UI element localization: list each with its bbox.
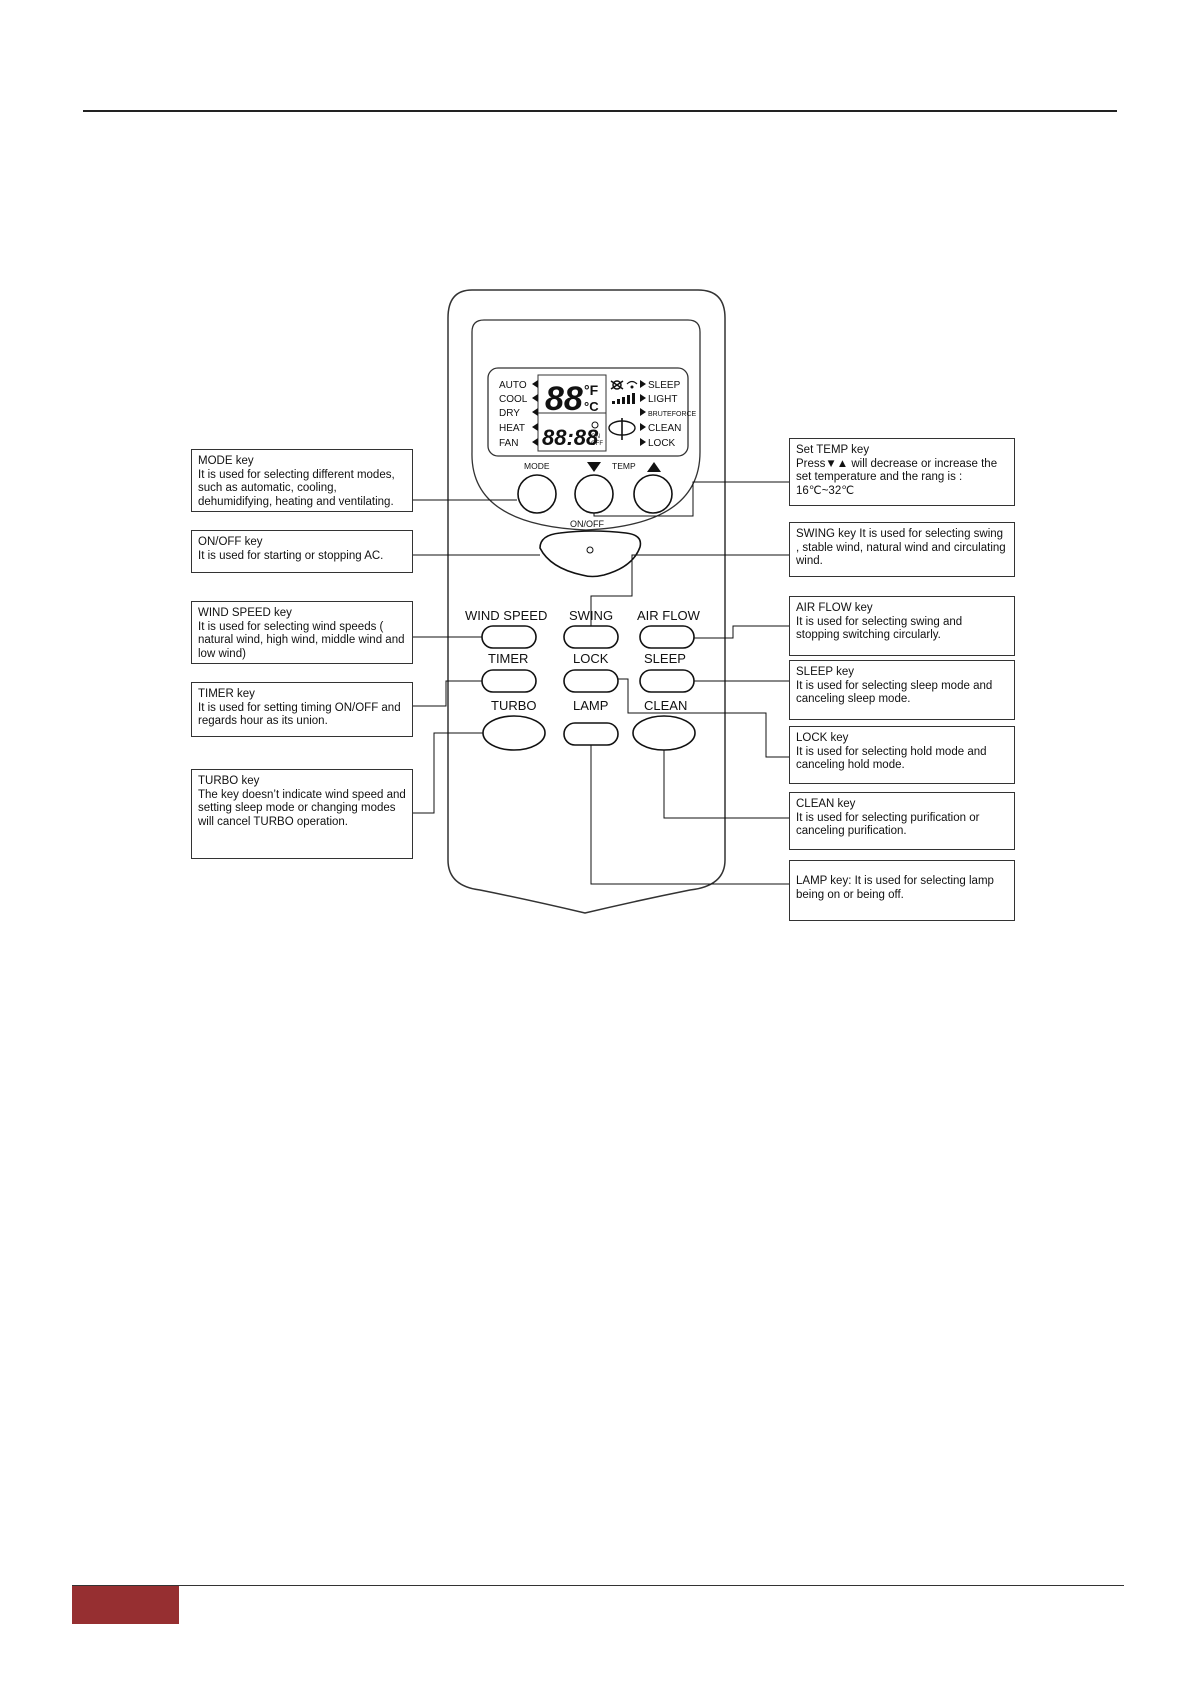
clean-label: CLEAN — [644, 698, 687, 713]
callout-lock-key: LOCK key It is used for selecting hold m… — [789, 726, 1015, 784]
temp-up-button[interactable] — [633, 474, 673, 514]
temp-down-icon — [587, 462, 601, 472]
turbo-button[interactable] — [482, 715, 546, 751]
lcd-item-clean: CLEAN — [648, 423, 681, 434]
leader-lamp — [590, 745, 789, 885]
top-rule — [83, 110, 1117, 112]
callout-swing-key: SWING key It is used for selecting swing… — [789, 522, 1015, 577]
callout-airflow-body: It is used for selecting swing and stopp… — [796, 615, 963, 642]
callout-windspeed-body: It is used for selecting wind speeds ( n… — [198, 620, 405, 660]
callout-lamp-key: LAMP key: It is used for selecting lamp … — [789, 860, 1015, 921]
leader-airflow — [694, 625, 789, 639]
callout-swing-body: SWING key It is used for selecting swing… — [796, 528, 1006, 567]
leader-clean — [663, 750, 789, 819]
timer-label: TIMER — [488, 651, 528, 666]
turbo-label: TURBO — [491, 698, 537, 713]
callout-settemp-title: Set TEMP key — [796, 444, 870, 456]
callout-turbo-key: TURBO key The key doesn’t indicate wind … — [191, 769, 413, 859]
lamp-button[interactable] — [563, 722, 619, 746]
leader-lines — [412, 481, 789, 885]
sleep-label: SLEEP — [644, 651, 686, 666]
callout-timer-body: It is used for setting timing ON/OFF and… — [198, 701, 401, 728]
fan-icon — [610, 380, 624, 390]
callout-onoff-key: ON/OFF key It is used for starting or st… — [191, 530, 413, 573]
on-off-button[interactable] — [539, 530, 642, 578]
callout-windspeed-title: WIND SPEED key — [198, 607, 292, 619]
callout-settemp-body: Press▼▲ will decrease or increase the se… — [796, 457, 998, 497]
lcd-item-lock: LOCK — [648, 438, 676, 449]
power-indicator-icon — [586, 546, 594, 554]
callout-airflow-title: AIR FLOW key — [796, 602, 873, 614]
footer-accent-block — [72, 1586, 179, 1624]
callout-clean-key: CLEAN key It is used for selecting purif… — [789, 792, 1015, 850]
callout-sleep-title: SLEEP key — [796, 666, 854, 678]
callout-onoff-title: ON/OFF key — [198, 536, 263, 548]
temp-down-button[interactable] — [574, 474, 614, 514]
wind-speed-button[interactable] — [481, 625, 537, 649]
swing-icon — [608, 418, 636, 440]
lcd-on-label: ON — [591, 434, 600, 440]
lcd-temp-digits: 88 — [545, 380, 583, 418]
lcd-unit-c: °C — [584, 399, 599, 414]
callout-settemp-key: Set TEMP key Press▼▲ will decrease or in… — [789, 438, 1015, 506]
lcd-right-pointer-icons — [640, 380, 646, 446]
lamp-label: LAMP — [573, 698, 608, 713]
lcd-mode-auto: AUTO — [499, 380, 527, 391]
air-flow-label: AIR FLOW — [637, 608, 701, 623]
lcd-mode-dry: DRY — [499, 408, 520, 419]
callout-sleep-body: It is used for selecting sleep mode and … — [796, 679, 993, 706]
lock-label: LOCK — [573, 651, 609, 666]
clean-button[interactable] — [632, 715, 696, 751]
leader-swing — [590, 554, 789, 626]
callout-timer-key: TIMER key It is used for setting timing … — [191, 682, 413, 737]
swing-button[interactable] — [563, 625, 619, 649]
timer-button[interactable] — [481, 669, 537, 693]
lcd-item-bruteforce: BRUTEFORCE — [648, 411, 697, 418]
leader-timer — [412, 680, 482, 707]
lcd-mode-pointer-icons — [532, 380, 538, 446]
callout-windspeed-key: WIND SPEED key It is used for selecting … — [191, 601, 413, 664]
lcd-mode-fan: FAN — [499, 438, 518, 449]
callout-timer-title: TIMER key — [198, 688, 255, 700]
lcd-time-digits: 88:88 — [542, 425, 599, 450]
callout-lock-title: LOCK key — [796, 732, 849, 744]
callout-clean-title: CLEAN key — [796, 798, 856, 810]
temp-label: TEMP — [612, 461, 636, 471]
clock-icon — [591, 421, 599, 429]
wind-speed-label: WIND SPEED — [465, 608, 547, 623]
leader-turbo — [412, 732, 483, 814]
callout-onoff-body: It is used for starting or stopping AC. — [198, 549, 384, 562]
temp-up-icon — [647, 462, 661, 472]
callout-mode-body: It is used for selecting different modes… — [198, 468, 395, 508]
wifi-icon — [626, 380, 638, 389]
leader-settemp — [593, 481, 789, 517]
lcd-item-light: LIGHT — [648, 394, 677, 405]
sleep-button[interactable] — [639, 669, 695, 693]
lcd-mode-heat: HEAT — [499, 423, 525, 434]
callout-mode-title: MODE key — [198, 455, 254, 467]
signal-bars-icon — [612, 393, 635, 404]
callout-lock-body: It is used for selecting hold mode and c… — [796, 745, 987, 772]
callout-mode-key: MODE key It is used for selecting differ… — [191, 449, 413, 512]
air-flow-button[interactable] — [639, 625, 695, 649]
lock-button[interactable] — [563, 669, 619, 693]
footer-rule — [72, 1585, 1124, 1586]
mode-button[interactable] — [517, 474, 557, 514]
lcd-unit-f: °F — [584, 382, 599, 398]
callout-clean-body: It is used for selecting purification or… — [796, 811, 980, 838]
callout-turbo-body: The key doesn’t indicate wind speed and … — [198, 788, 406, 828]
callout-sleep-key: SLEEP key It is used for selecting sleep… — [789, 660, 1015, 720]
callout-airflow-key: AIR FLOW key It is used for selecting sw… — [789, 596, 1015, 656]
callout-turbo-title: TURBO key — [198, 775, 260, 787]
lcd-mode-cool: COOL — [499, 394, 528, 405]
lcd-item-sleep: SLEEP — [648, 380, 681, 391]
mode-label: MODE — [524, 461, 550, 471]
leader-lock — [618, 678, 789, 758]
on-off-label: ON/OFF — [570, 519, 604, 529]
lcd-off-label: OFF — [591, 441, 603, 447]
callout-lamp-body: LAMP key: It is used for selecting lamp … — [796, 875, 994, 901]
